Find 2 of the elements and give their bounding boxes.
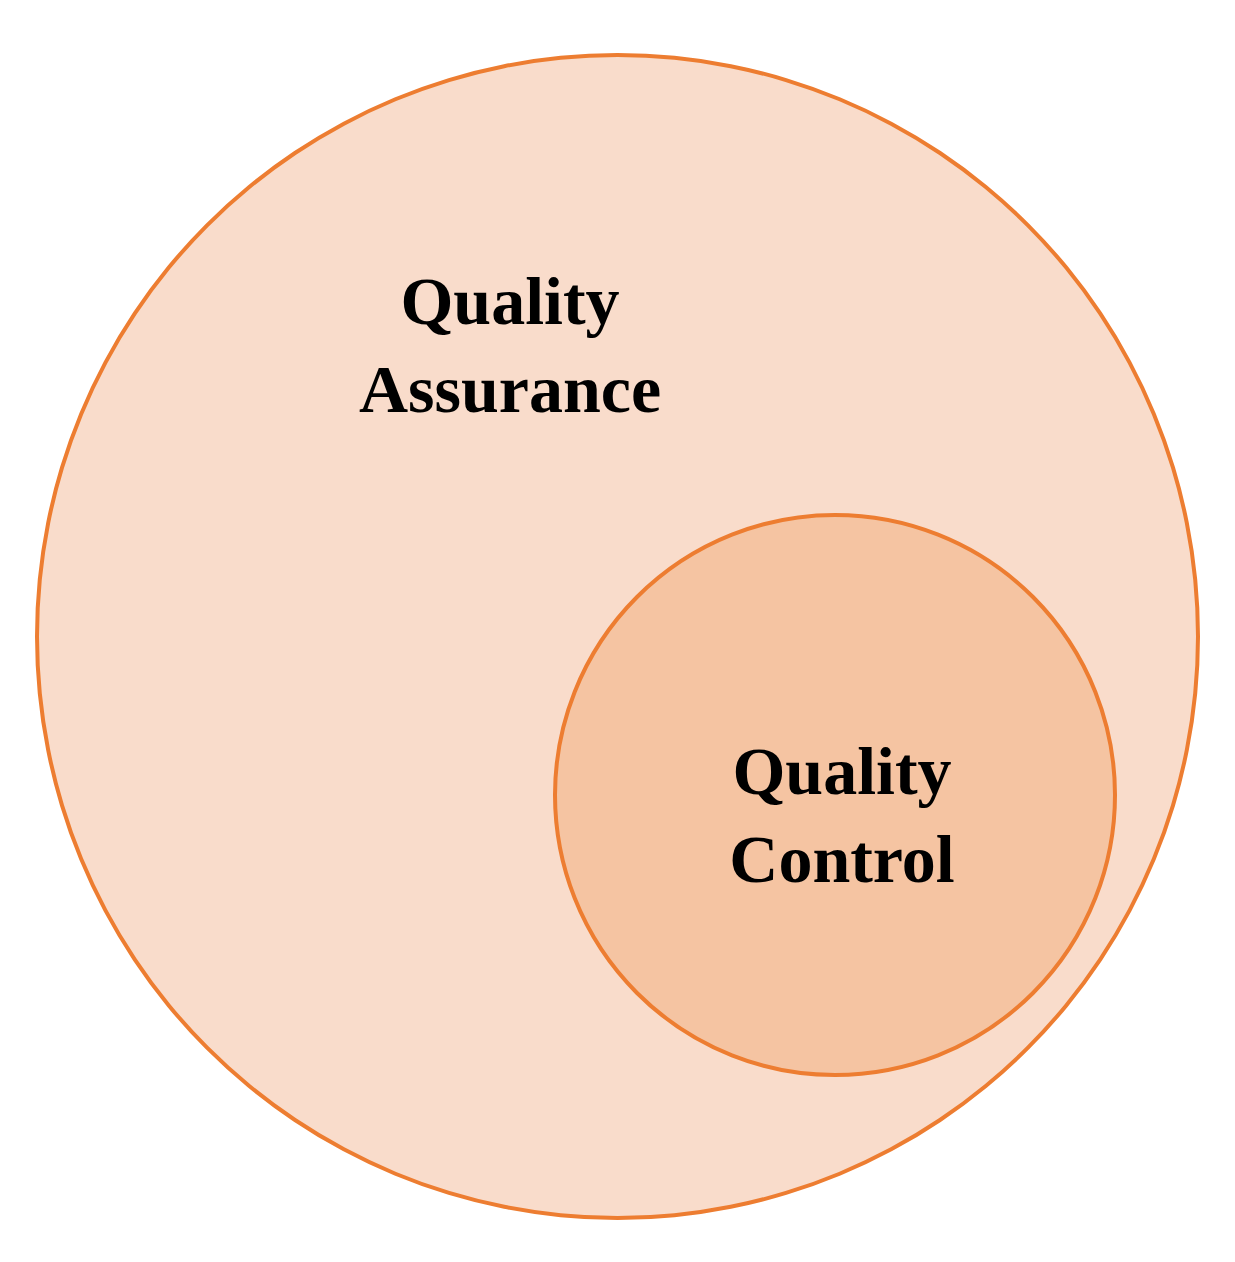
circle-label: Quality Control — [728, 732, 956, 899]
circle-label: Quality Assurance — [357, 262, 663, 429]
